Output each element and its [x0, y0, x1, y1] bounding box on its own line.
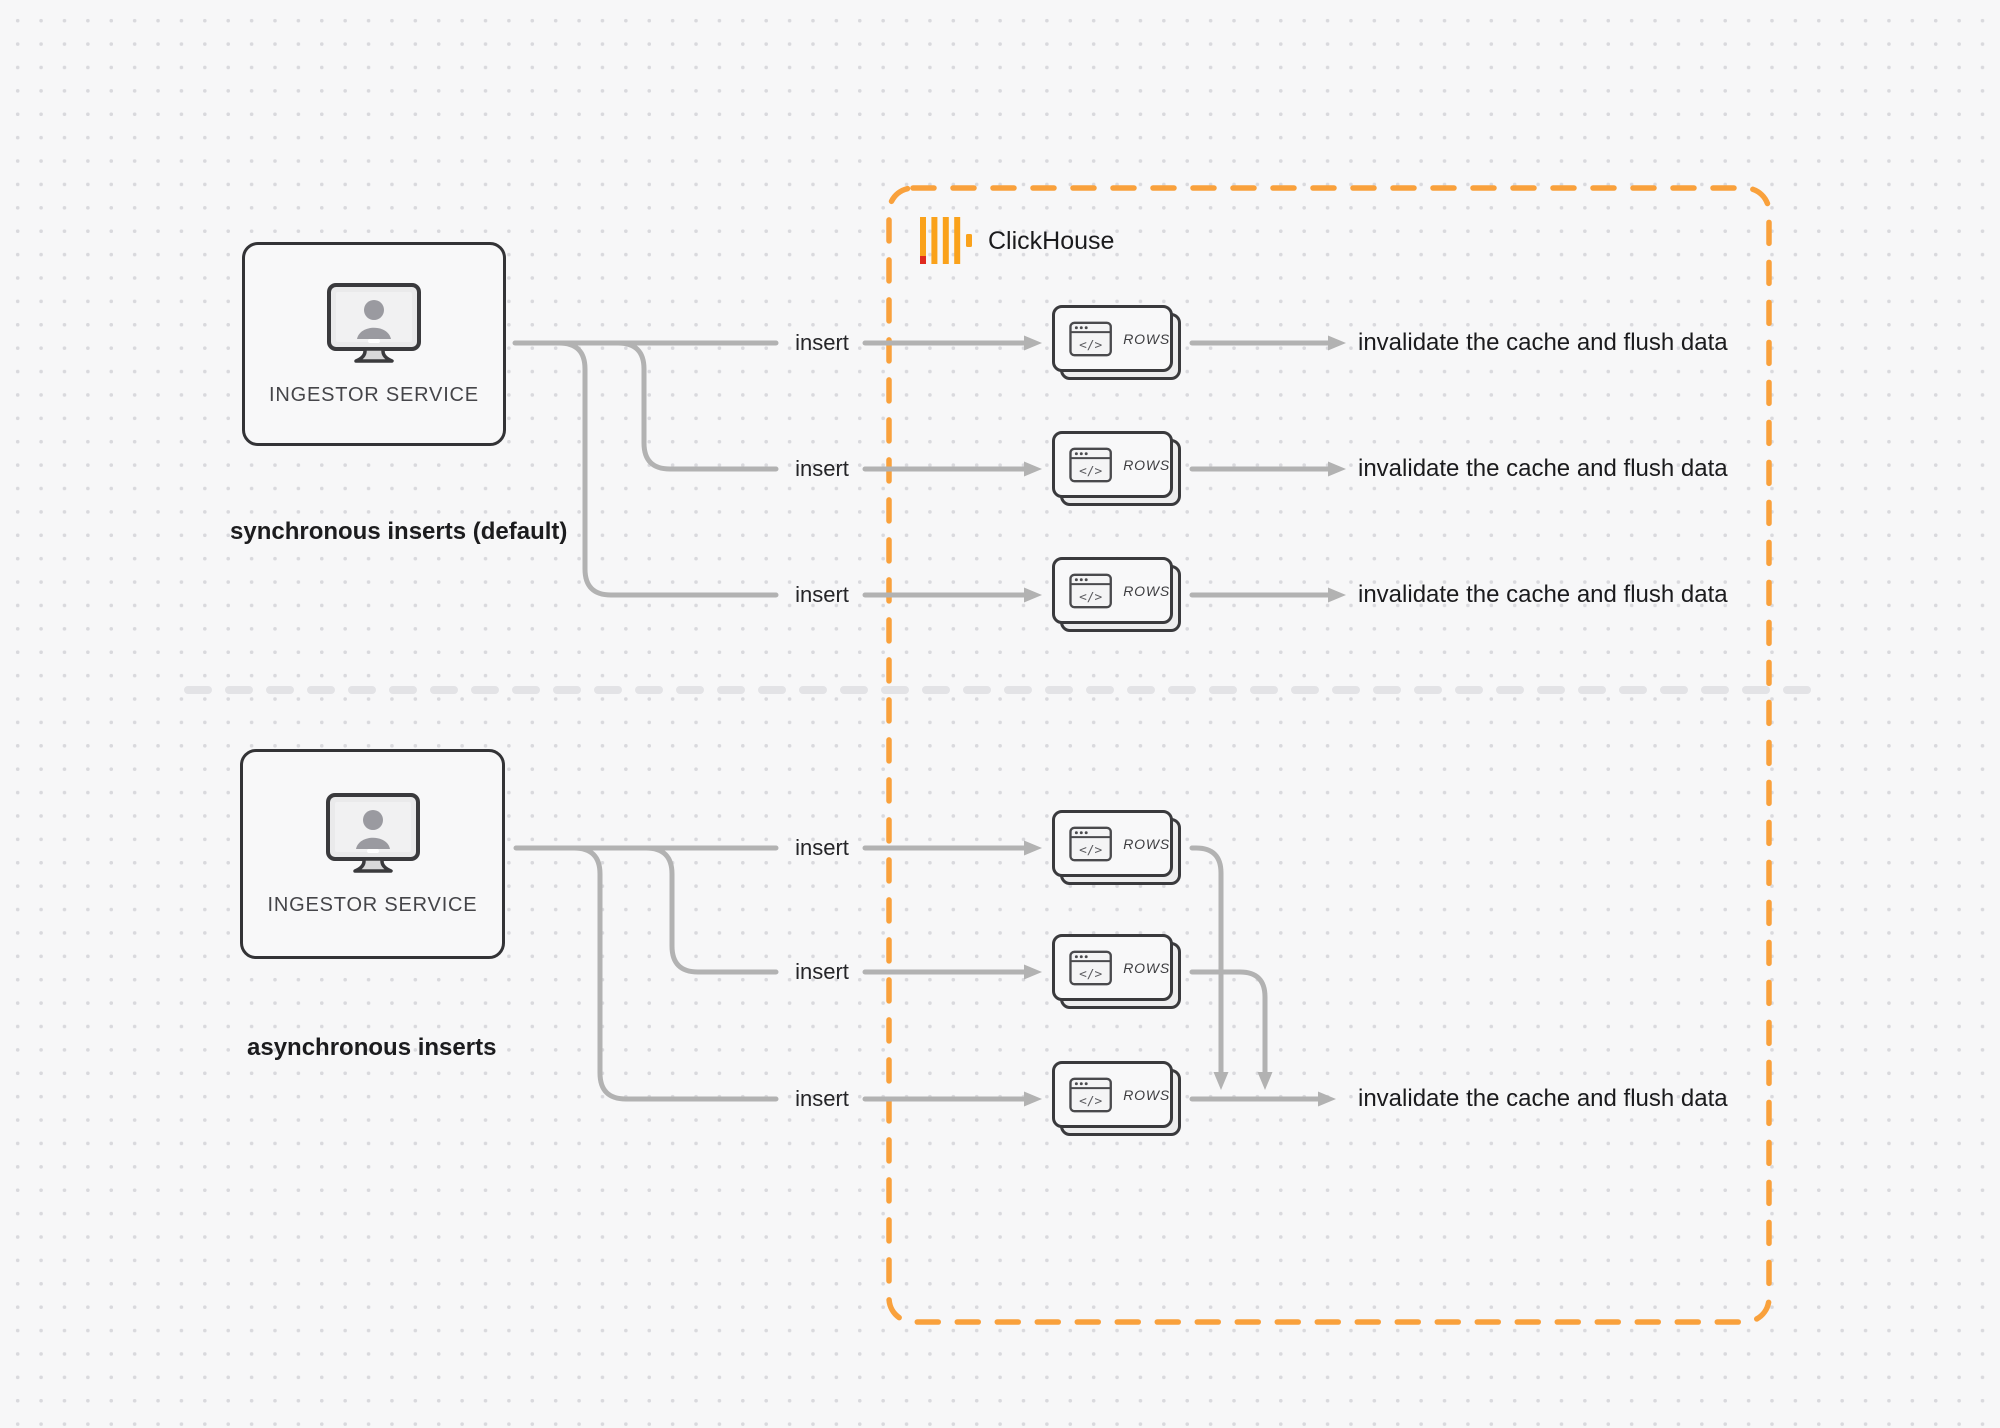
- connectors: [512, 335, 1346, 1107]
- ingestor-label: INGESTOR SERVICE: [267, 894, 478, 916]
- rows-label: ROWS: [1123, 959, 1170, 976]
- connector-sync-branch-2: [615, 340, 779, 472]
- insert-label: insert: [795, 456, 849, 481]
- rows-block: </> ROWS: [1052, 431, 1181, 506]
- rows-block: </> ROWS: [1052, 305, 1181, 380]
- rows-label: ROWS: [1123, 582, 1170, 599]
- connector-async-merge-1: [1189, 845, 1229, 1090]
- rows-label: ROWS: [1123, 835, 1170, 852]
- ingestor-box-sync: INGESTOR SERVICE: [242, 242, 506, 446]
- insert-label: insert: [795, 582, 849, 607]
- rows-card: </> ROWS: [1052, 810, 1173, 877]
- rows-card: </> ROWS: [1052, 305, 1173, 372]
- rows-block: </> ROWS: [1052, 810, 1181, 885]
- connector-sync-branch-3: [556, 340, 779, 598]
- rows-card: </> ROWS: [1052, 431, 1173, 498]
- clickhouse-logo-icon: [920, 217, 972, 264]
- insert-label: insert: [795, 1086, 849, 1111]
- rows-card: </> ROWS: [1052, 934, 1173, 1001]
- code-window-icon: </>: [1069, 573, 1112, 608]
- result-label: invalidate the cache and flush data: [1358, 581, 1728, 608]
- svg-text:</>: </>: [1079, 966, 1102, 981]
- rows-label: ROWS: [1123, 330, 1170, 347]
- clickhouse-boundary-box: [886, 185, 1772, 1325]
- connector-async-merge-2: [1189, 969, 1273, 1090]
- monitor-user-icon: [327, 283, 421, 363]
- code-window-icon: </>: [1069, 321, 1112, 356]
- rows-block: </> ROWS: [1052, 1061, 1181, 1136]
- ingestor-box-async: INGESTOR SERVICE: [240, 749, 505, 959]
- rows-card: </> ROWS: [1052, 1061, 1173, 1128]
- caption-async: asynchronous inserts: [247, 1034, 497, 1061]
- rows-label: ROWS: [1123, 1086, 1170, 1103]
- code-window-icon: </>: [1069, 950, 1112, 985]
- result-label: invalidate the cache and flush data: [1358, 1085, 1728, 1112]
- result-label: invalidate the cache and flush data: [1358, 329, 1728, 356]
- svg-text:</>: </>: [1079, 463, 1102, 478]
- code-window-icon: </>: [1069, 826, 1112, 861]
- connector-async-branch-3: [571, 845, 779, 1102]
- rows-label: ROWS: [1123, 456, 1170, 473]
- svg-text:</>: </>: [1079, 842, 1102, 857]
- monitor-user-icon: [325, 793, 420, 873]
- svg-text:</>: </>: [1079, 337, 1102, 352]
- code-window-icon: </>: [1069, 1077, 1112, 1112]
- insert-label: insert: [795, 835, 849, 860]
- connector-async-branch-2: [643, 845, 779, 975]
- rows-card: </> ROWS: [1052, 557, 1173, 624]
- rows-block: </> ROWS: [1052, 557, 1181, 632]
- svg-text:</>: </>: [1079, 1093, 1102, 1108]
- rows-block: </> ROWS: [1052, 934, 1181, 1009]
- clickhouse-label: ClickHouse: [988, 227, 1115, 255]
- insert-label: insert: [795, 959, 849, 984]
- svg-text:</>: </>: [1079, 589, 1102, 604]
- insert-label: insert: [795, 330, 849, 355]
- result-label: invalidate the cache and flush data: [1358, 455, 1728, 482]
- ingestor-label: INGESTOR SERVICE: [269, 384, 479, 406]
- code-window-icon: </>: [1069, 447, 1112, 482]
- caption-sync: synchronous inserts (default): [230, 518, 568, 545]
